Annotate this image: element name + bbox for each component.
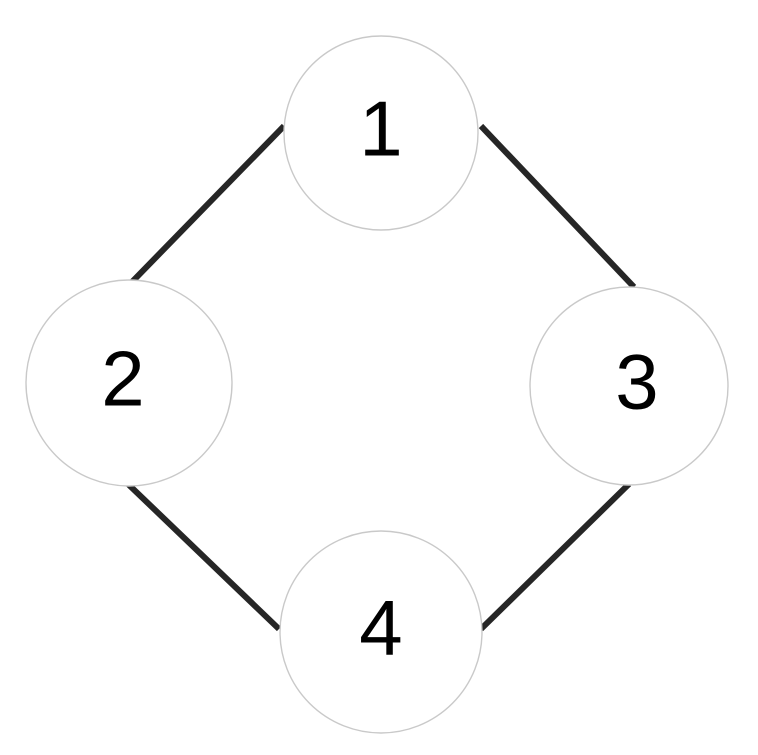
graph-edge-2-4 [125, 481, 282, 632]
node-label-3: 3 [615, 338, 658, 426]
node-circle-1[interactable] [283, 35, 479, 231]
node-circle-4[interactable] [279, 530, 483, 734]
node-label-2: 2 [101, 335, 144, 423]
graph-edge-1-3 [478, 123, 637, 290]
node-label-1: 1 [359, 85, 402, 173]
graph-node-3[interactable]: 3 [529, 286, 729, 486]
node-circle-3[interactable] [529, 286, 729, 486]
graph-node-4[interactable]: 4 [279, 530, 483, 734]
graph-node-1[interactable]: 1 [283, 35, 479, 231]
edge-layer [125, 123, 637, 632]
graph-edge-3-4 [478, 481, 632, 632]
node-circle-2[interactable] [25, 279, 233, 487]
node-label-4: 4 [359, 584, 402, 672]
graph-edge-1-2 [126, 123, 287, 288]
graph-node-2[interactable]: 2 [25, 279, 233, 487]
node-layer: 1 2 3 4 [25, 35, 729, 734]
